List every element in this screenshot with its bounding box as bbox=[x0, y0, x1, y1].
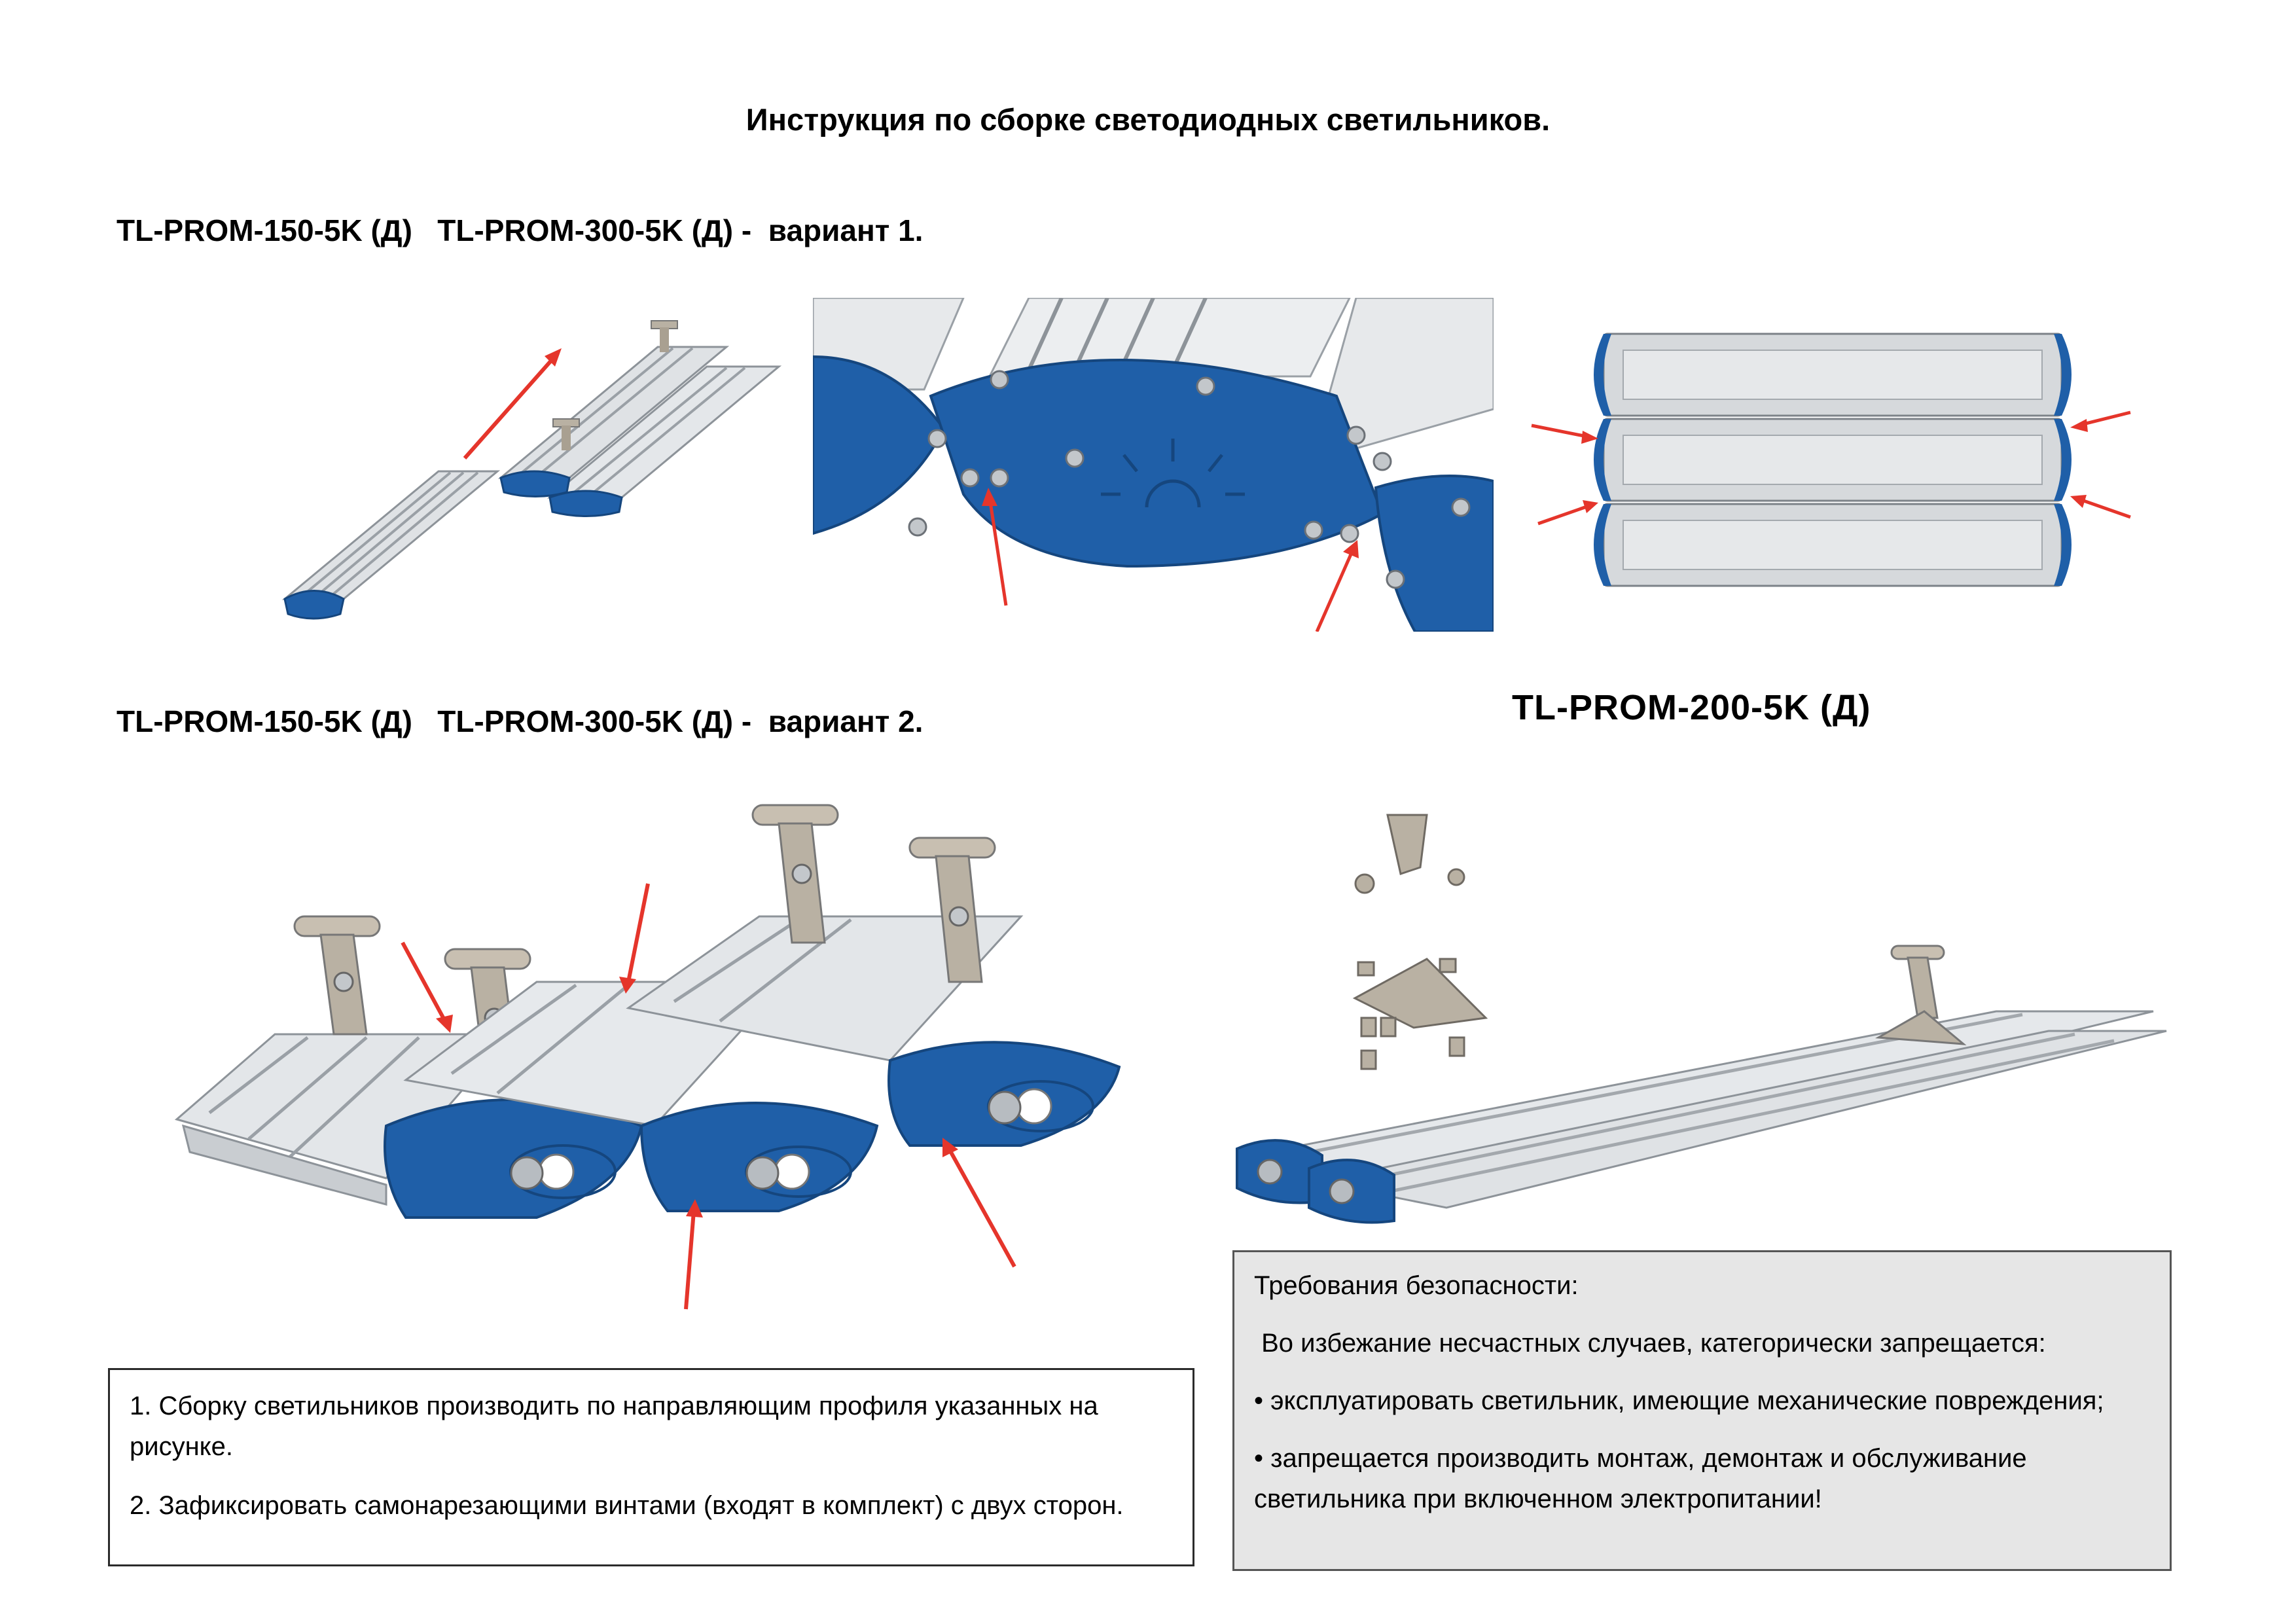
module-row-1 bbox=[1594, 333, 2072, 417]
mounting-hardware bbox=[1352, 814, 1488, 1070]
assembly-direction-arrow bbox=[463, 353, 558, 460]
safety-heading: Требования безопасности: bbox=[1254, 1271, 1579, 1300]
arrow-top-left bbox=[401, 941, 447, 1022]
variant-2-suffix: - вариант 2. bbox=[741, 704, 924, 738]
variant-2-models: TL-PROM-150-5K (Д) TL-PROM-300-5K (Д) bbox=[117, 704, 734, 738]
variant-1-suffix: - вариант 1. bbox=[741, 213, 924, 247]
long-luminaire bbox=[1236, 945, 2167, 1224]
assembled-pair bbox=[497, 320, 782, 517]
end-cap-closeup-figure bbox=[813, 298, 1494, 632]
tl-prom-200-top-view-figure bbox=[1531, 333, 2131, 587]
variant-2-assembly-figure bbox=[174, 804, 1121, 1310]
variant-1-models: TL-PROM-150-5K (Д) TL-PROM-300-5K (Д) bbox=[117, 213, 734, 247]
page-title: Инструкция по сборке светодиодных светил… bbox=[745, 102, 1551, 137]
model-200-label: TL-PROM-200-5K (Д) bbox=[1512, 688, 1871, 727]
screw-arrow-left bbox=[988, 497, 1008, 606]
safety-intro: Во избежание несчастных случаев, категор… bbox=[1254, 1329, 2046, 1358]
safety-item-1: • эксплуатировать светильник, имеющие ме… bbox=[1254, 1386, 2104, 1415]
arrow-bottom-right bbox=[947, 1147, 1016, 1268]
variant-2-heading: TL-PROM-150-5K (Д) TL-PROM-300-5K (Д) - … bbox=[117, 704, 923, 739]
module-row-3 bbox=[1594, 503, 2072, 587]
right-module bbox=[626, 804, 1121, 1147]
safety-item-2: • запрещается производить монтаж, демонт… bbox=[1254, 1444, 2027, 1513]
assembly-note-1: 1. Сборку светильников производить по на… bbox=[130, 1392, 1098, 1461]
screw-arrow-right bbox=[1315, 549, 1355, 632]
detached-module bbox=[281, 470, 501, 620]
sun-emblem-icon bbox=[1101, 439, 1245, 508]
variant-1-exploded-figure bbox=[281, 320, 782, 620]
assembly-notes-box: 1. Сборку светильников производить по на… bbox=[108, 1368, 1194, 1566]
arrow-bottom-middle bbox=[684, 1210, 696, 1310]
module-row-2 bbox=[1594, 418, 2072, 502]
tl-prom-200-assembly-figure bbox=[1236, 814, 2167, 1224]
variant-1-heading: TL-PROM-150-5K (Д) TL-PROM-300-5K (Д) - … bbox=[117, 213, 923, 248]
assembly-note-2: 2. Зафиксировать самонарезающими винтами… bbox=[130, 1491, 1124, 1520]
safety-requirements-box: Требования безопасности: Во избежание не… bbox=[1232, 1250, 2172, 1571]
arrow-top-middle bbox=[626, 883, 650, 983]
screw-icons bbox=[908, 370, 1471, 589]
